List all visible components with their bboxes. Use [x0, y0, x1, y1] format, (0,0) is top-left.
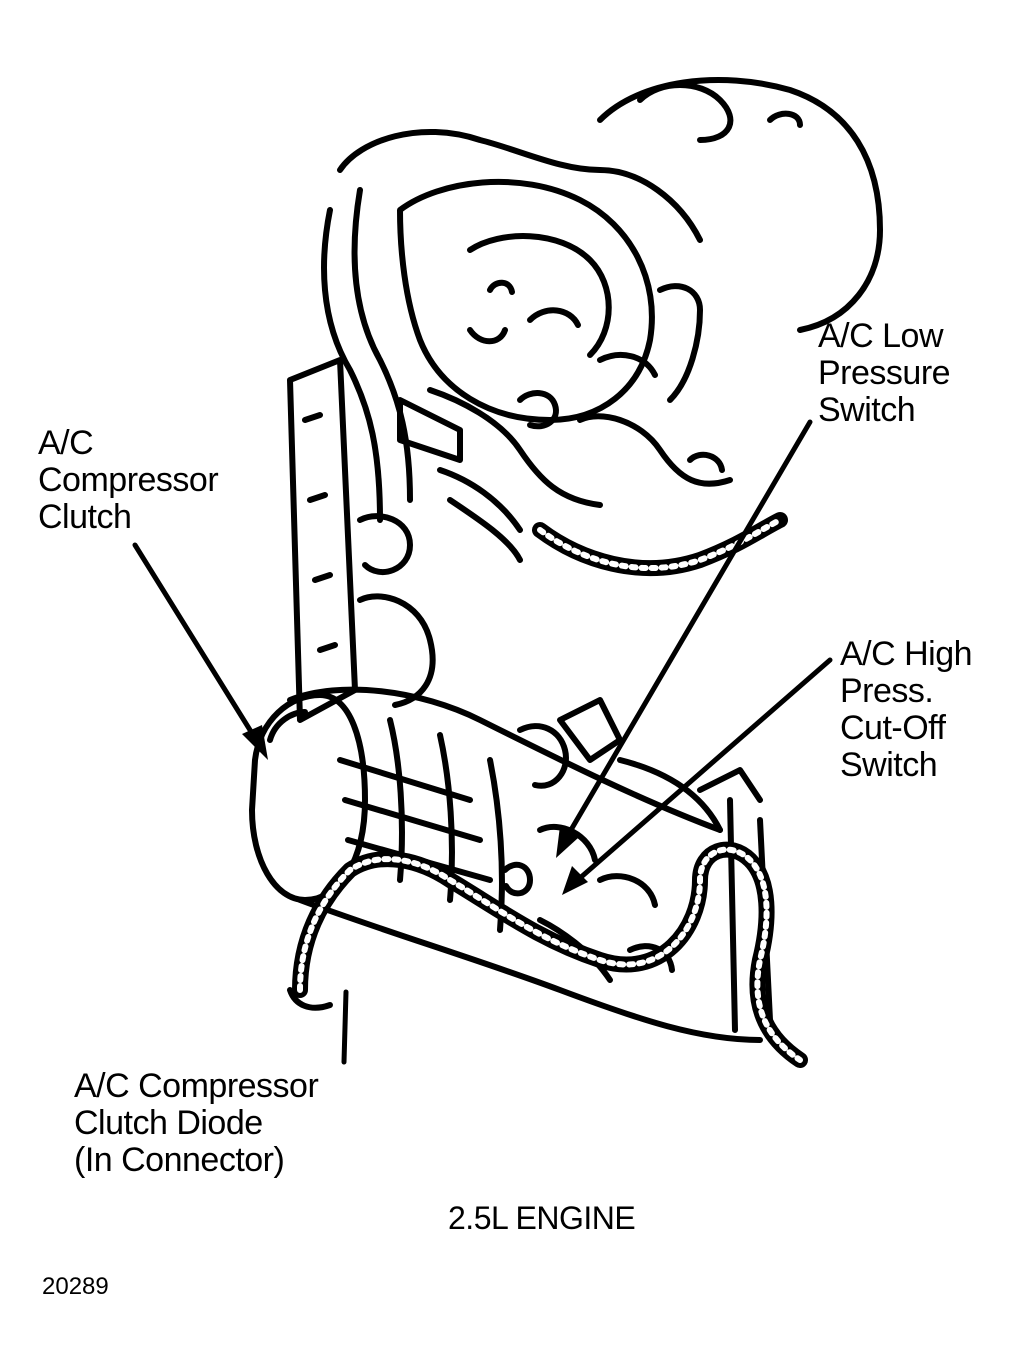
label-line: Switch — [818, 391, 916, 429]
figure-caption: 2.5L ENGINE — [448, 1200, 636, 1236]
arrowhead-compressor-clutch — [242, 725, 268, 760]
label-compressor-clutch: A/C Compressor Clutch — [38, 424, 219, 536]
label-line: A/C High — [840, 635, 973, 673]
arrow-low-pressure-switch — [565, 419, 813, 838]
arrow-clutch-diode — [341, 989, 349, 1065]
arrowhead-high-pressure-switch — [562, 866, 588, 895]
label-line: Compressor — [38, 461, 219, 499]
arrowhead-low-pressure-switch — [556, 826, 578, 858]
label-line: Clutch Diode — [74, 1104, 263, 1142]
figure-number: 20289 — [42, 1273, 109, 1300]
label-clutch-diode: A/C Compressor Clutch Diode (In Connecto… — [74, 1067, 319, 1179]
wiring-harness — [287, 512, 808, 1068]
engine-block-outline — [321, 77, 883, 563]
callout-arrows — [132, 419, 833, 1065]
label-high-pressure-switch: A/C High Press. Cut-Off Switch — [840, 635, 973, 784]
label-line: Press. — [840, 672, 934, 710]
label-line: A/C — [38, 424, 94, 462]
arrow-compressor-clutch — [132, 542, 258, 741]
label-line: Switch — [840, 746, 938, 784]
arrow-high-pressure-switch — [577, 657, 833, 881]
label-line: Clutch — [38, 498, 132, 536]
mounting-bracket — [287, 357, 436, 723]
label-line: Cut-Off — [840, 709, 946, 747]
label-line: A/C Compressor — [74, 1067, 319, 1105]
label-line: A/C Low — [818, 317, 944, 355]
compressor-body — [249, 686, 773, 1043]
label-low-pressure-switch: A/C Low Pressure Switch — [818, 317, 951, 429]
label-line: Pressure — [818, 354, 951, 392]
label-line: (In Connector) — [74, 1141, 285, 1179]
